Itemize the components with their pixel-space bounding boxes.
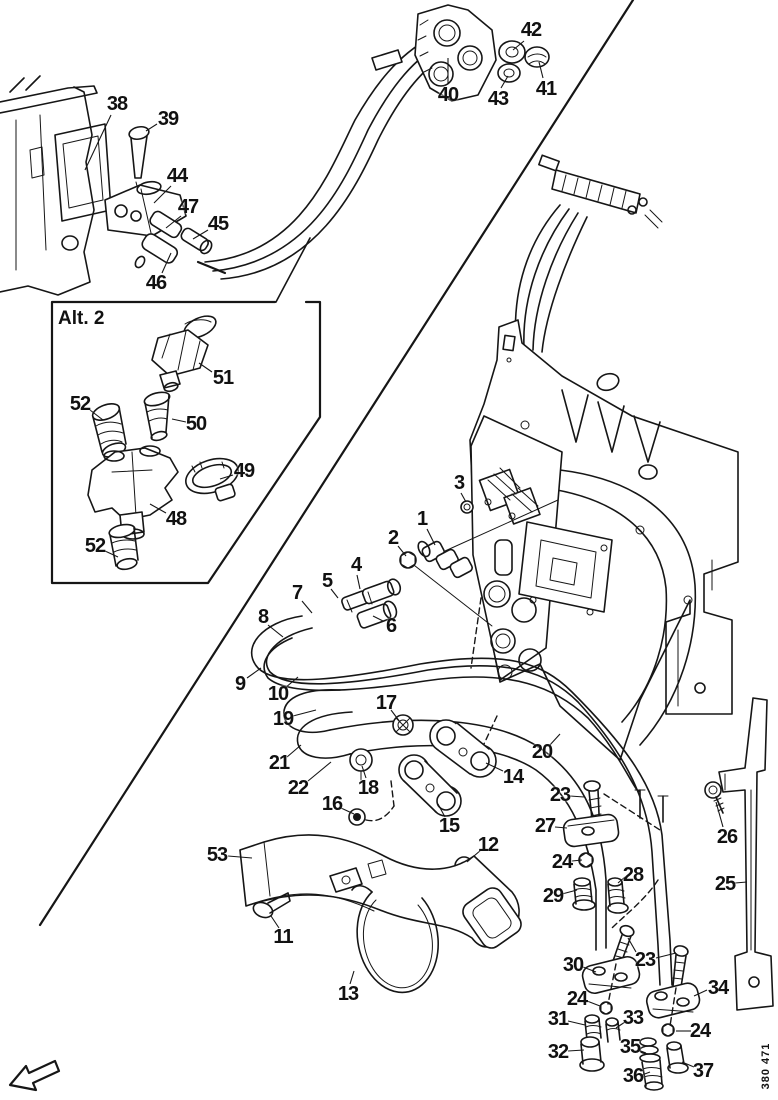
fitting-37-art (667, 1042, 688, 1073)
grommet-17-art (393, 715, 413, 735)
plugs-41-42-43-art (498, 41, 549, 82)
fitting-28-art (608, 878, 628, 913)
clamp-30-art (580, 955, 641, 996)
grommet-18-art (350, 749, 372, 780)
fitting-32-art (580, 1037, 604, 1071)
nut-24c-art (662, 1024, 674, 1036)
sensor-51-art (152, 312, 219, 393)
orientation-arrow-icon (10, 1061, 59, 1090)
hoses-right-art (515, 205, 587, 352)
valve-assembly-art (410, 416, 612, 680)
fitting-35-art (640, 1038, 660, 1062)
clip-13-art (352, 886, 438, 993)
fitting-36-art (642, 1060, 663, 1090)
clamp-34-art (645, 981, 702, 1020)
fitting-50-art (143, 390, 171, 442)
nut-2-art (400, 552, 416, 568)
nut-24b-art (600, 1002, 612, 1014)
bracket-25-art (719, 698, 773, 1010)
housing-48-art (88, 446, 178, 539)
fitting-31-art (585, 1015, 601, 1040)
figure-number: 380 471 (760, 1042, 772, 1090)
fittings-4-5-6-art (341, 577, 403, 629)
bolt-39-art (128, 125, 150, 194)
plate-15-art (399, 755, 461, 816)
engine-block-art (0, 76, 111, 295)
bolts-23b-art (613, 924, 689, 987)
plug-52b-art (108, 522, 138, 571)
dashed-reference-lines (366, 598, 676, 1026)
fitting-33-art (606, 1018, 620, 1042)
nut-24a-art (579, 853, 593, 867)
valve-44-sensors-art (105, 180, 214, 269)
bolt-11-art (251, 893, 290, 920)
clamp-49-art (181, 452, 242, 501)
nut-3-art (461, 501, 473, 513)
hoses-top-art (198, 38, 446, 279)
connector-strip-art (539, 155, 662, 228)
diagonal-separator-line (40, 0, 633, 925)
fitting-29-art (573, 878, 595, 910)
bracket-40-art (415, 5, 496, 101)
plate-14-art (430, 720, 496, 777)
clamp-27-art (562, 813, 619, 857)
duct-53-art (240, 835, 525, 952)
alt2-box-art (52, 238, 320, 583)
nut-16-art (349, 809, 365, 825)
alt-2-label: Alt. 2 (58, 308, 105, 329)
connector-1-art (416, 540, 474, 579)
